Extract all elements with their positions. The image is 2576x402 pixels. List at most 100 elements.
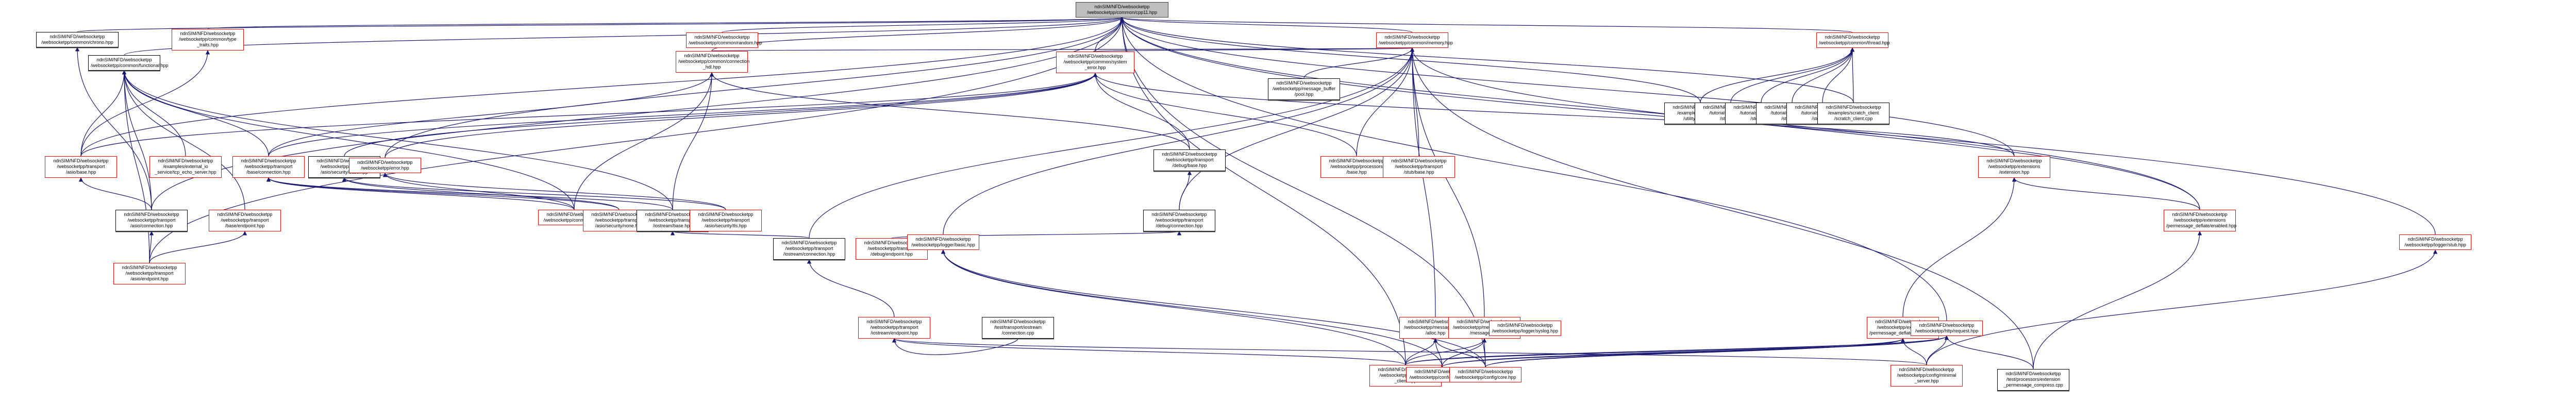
edge-config_core-to-http_request — [1485, 336, 1949, 367]
graph-node-ext-pmd-compress[interactable]: ndnSIM/NFD/websocketpp /test/processors/… — [1997, 369, 2069, 391]
edge-random-to-cpp11 — [722, 17, 1124, 33]
graph-node-connection-hdl[interactable]: ndnSIM/NFD/websocketpp /websocketpp/comm… — [676, 51, 749, 73]
edge-core_client-to-http_request — [1405, 336, 1949, 365]
edge-extension-to-cpp11 — [1119, 17, 2015, 157]
graph-node-type-traits[interactable]: ndnSIM/NFD/websocketpp /websocketpp/comm… — [172, 29, 244, 51]
edge-thread-to-cpp11 — [1120, 17, 1853, 33]
graph-node-functional[interactable]: ndnSIM/NFD/websocketpp /websocketpp/comm… — [88, 55, 169, 71]
edge-scratch_client-to-cpp11 — [1119, 17, 1854, 103]
edge-debug_base-to-system_error — [1093, 73, 1190, 150]
edge-asio_endpoint-to-base_endpoint — [149, 231, 247, 263]
graph-node-random[interactable]: ndnSIM/NFD/websocketpp /websocketpp/comm… — [686, 32, 762, 48]
edge-mb_pool-to-memory — [1303, 47, 1415, 79]
edge-config_debug-to-logger_basic — [941, 249, 1443, 367]
graph-node-scratch-client[interactable]: ndnSIM/NFD/websocketpp /examples/scratch… — [1817, 103, 1889, 124]
edge-connection-to-functional — [122, 70, 575, 210]
graph-node-asio-connection[interactable]: ndnSIM/NFD/websocketpp /websocketpp/tran… — [115, 210, 188, 231]
edge-mb_message-to-memory — [1410, 47, 1485, 317]
edge-asio_base-to-system_error — [80, 73, 1098, 157]
edge-processors_base-to-system_error — [1093, 73, 1357, 157]
edge-debug_connection-to-debug_base — [1179, 171, 1192, 210]
edge-system_error-to-memory — [1095, 47, 1414, 53]
edge-minimal_server-to-logger_stub — [1926, 249, 2438, 365]
edge-chrono-to-cpp11 — [77, 17, 1124, 32]
edge-iostream_base-to-base_connection — [266, 177, 673, 210]
edge-asio_connection-to-functional — [122, 70, 152, 210]
edge-minimal_server-to-iostream_endpoint — [892, 338, 1927, 365]
graph-node-asio-endpoint[interactable]: ndnSIM/NFD/websocketpp /websocketpp/tran… — [113, 263, 186, 284]
graph-node-security-tls[interactable]: ndnSIM/NFD/websocketpp /websocketpp/tran… — [690, 210, 762, 231]
edge-asio_endpoint-to-asio_connection — [149, 231, 154, 263]
edge-mb_alloc-to-memory — [1410, 47, 1436, 317]
graph-node-processors-base[interactable]: ndnSIM/NFD/websocketpp /websocketpp/proc… — [1320, 156, 1393, 178]
graph-node-syslog[interactable]: ndnSIM/NFD/websocketpp /websocketpp/logg… — [1489, 321, 1561, 336]
edge-asio_connection-to-chrono — [75, 47, 152, 210]
edge-extension-to-system_error — [1093, 73, 2015, 157]
graph-node-base-connection[interactable]: ndnSIM/NFD/websocketpp /websocketpp/tran… — [232, 156, 305, 178]
edge-step3-to-thread — [1730, 47, 1855, 103]
graph-root-node[interactable]: ndnSIM/NFD/websocketpp /websocketpp/comm… — [1076, 2, 1168, 18]
graph-node-http-request[interactable]: ndnSIM/NFD/websocketpp /websocketpp/http… — [1911, 321, 1983, 336]
graph-node-chrono[interactable]: ndnSIM/NFD/websocketpp /websocketpp/comm… — [36, 32, 119, 47]
graph-node-memory[interactable]: ndnSIM/NFD/websocketpp /websocketpp/comm… — [1376, 32, 1453, 48]
graph-node-minimal-server[interactable]: ndnSIM/NFD/websocketpp /websocketpp/conf… — [1891, 365, 1963, 387]
graph-node-tcp-echo[interactable]: ndnSIM/NFD/websocketpp /examples/externa… — [149, 156, 222, 178]
edge-base_endpoint-to-functional — [122, 70, 245, 210]
graph-node-thread[interactable]: ndnSIM/NFD/websocketpp /websocketpp/comm… — [1816, 32, 1890, 48]
graph-node-error[interactable]: ndnSIM/NFD/websocketpp /websocketpp/erro… — [349, 158, 421, 173]
graph-node-base-endpoint[interactable]: ndnSIM/NFD/websocketpp /websocketpp/tran… — [209, 210, 281, 231]
edge-config_core-to-cpp11 — [1119, 17, 1486, 367]
edge-memory-to-cpp11 — [1120, 17, 1413, 33]
graph-node-iostream-endpoint[interactable]: ndnSIM/NFD/websocketpp /websocketpp/tran… — [858, 317, 930, 339]
edge-step4-to-thread — [1761, 47, 1855, 103]
edge-connection-to-base_connection — [266, 177, 575, 210]
edge-config_debug-to-http_request — [1442, 336, 1949, 367]
edge-base_connection-to-connection_hdl — [268, 72, 714, 157]
edge-core_client-to-iostream_endpoint — [892, 338, 1406, 365]
edge-security_none-to-base_connection — [266, 177, 620, 210]
graph-node-debug-base[interactable]: ndnSIM/NFD/websocketpp /websocketpp/tran… — [1153, 149, 1226, 171]
edge-ext_pmd_compress-to-http_request — [1944, 336, 2034, 370]
graph-node-iostream-connection[interactable]: ndnSIM/NFD/websocketpp /websocketpp/tran… — [773, 238, 845, 260]
edge-pmd_enabled-to-extension — [2012, 177, 2200, 210]
graph-node-config-core[interactable]: ndnSIM/NFD/websocketpp /websocketpp/conf… — [1449, 367, 1521, 382]
edge-scratch_client-to-thread — [1850, 47, 1855, 103]
edge-pmd_disabled-to-extension — [1902, 177, 2017, 317]
edge-config_core-to-logger_basic — [941, 249, 1486, 367]
edge-iostream_connection-to-memory — [809, 47, 1415, 239]
edge-security_none-to-asio_security_base — [342, 177, 620, 210]
edge-connection_hdl-to-memory — [711, 47, 1413, 53]
graph-node-debug-connection[interactable]: ndnSIM/NFD/websocketpp /websocketpp/tran… — [1143, 210, 1215, 231]
graph-node-logger-basic[interactable]: ndnSIM/NFD/websocketpp /websocketpp/logg… — [907, 234, 979, 250]
graph-node-pmd-enabled[interactable]: ndnSIM/NFD/websocketpp /websocketpp/exte… — [2164, 210, 2236, 231]
edge-processors_base-to-memory — [1356, 47, 1415, 157]
graph-node-test-iostream-connection[interactable]: ndnSIM/NFD/websocketpp /test/transport/i… — [982, 317, 1054, 339]
edge-config_core-to-pmd_disabled — [1485, 338, 1905, 367]
edge-core_client-to-cpp11 — [1119, 17, 1406, 365]
edge-test_iostream_connection-to-iostream_endpoint — [892, 338, 1018, 355]
edge-debug_connection-to-memory — [1179, 47, 1415, 210]
graph-node-stub-base[interactable]: ndnSIM/NFD/websocketpp /websocketpp/tran… — [1383, 156, 1455, 178]
edge-core_client-to-logger_basic — [941, 249, 1406, 365]
edge-iostream_base-to-connection_hdl — [672, 72, 714, 210]
edge-type_traits-to-cpp11 — [207, 17, 1124, 29]
graph-node-mb-pool[interactable]: ndnSIM/NFD/websocketpp /websocketpp/mess… — [1268, 78, 1340, 100]
graph-node-system-error[interactable]: ndnSIM/NFD/websocketpp /websocketpp/comm… — [1056, 52, 1134, 73]
edge-error-to-cpp11 — [384, 17, 1125, 158]
edge-iostream_connection-to-iostream_base — [671, 231, 810, 239]
edge-core_client-to-mb_message — [1405, 338, 1487, 365]
edge-base_connection-to-functional — [122, 70, 269, 157]
graph-node-logger-stub[interactable]: ndnSIM/NFD/websocketpp /websocketpp/logg… — [2399, 234, 2471, 250]
graph-node-asio-base[interactable]: ndnSIM/NFD/websocketpp /websocketpp/tran… — [45, 156, 117, 178]
edge-ext_pmd_compress-to-memory — [1410, 47, 2034, 370]
edge-security_tls-to-asio_security_base — [342, 177, 726, 210]
edge-logger_basic-to-memory — [943, 47, 1415, 235]
edge-core_client-to-pmd_disabled — [1405, 338, 1905, 365]
edge-asio_base-to-functional — [80, 70, 127, 157]
edge-layer — [75, 17, 2438, 370]
graph-node-extension[interactable]: ndnSIM/NFD/websocketpp /websocketpp/exte… — [1978, 156, 2050, 178]
edge-pmd_enabled-to-memory — [1410, 47, 2200, 210]
edge-iostream_endpoint-to-iostream_connection — [807, 259, 895, 317]
edge-asio_connection-to-cpp11 — [151, 17, 1125, 210]
